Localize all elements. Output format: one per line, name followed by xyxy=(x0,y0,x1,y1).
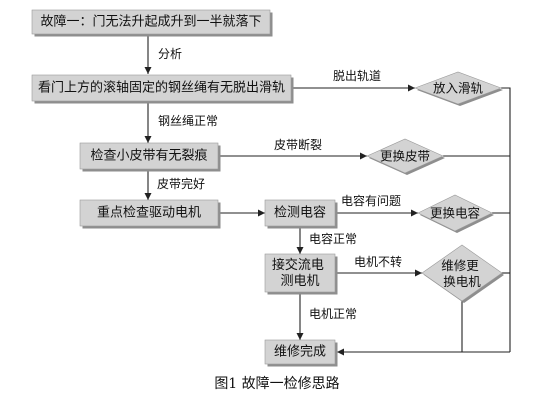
edge-label-rope-normal: 钢丝绳正常 xyxy=(158,114,218,128)
box-body xyxy=(79,142,219,170)
diamond-body xyxy=(366,138,444,174)
arrowhead xyxy=(258,209,265,217)
ac-motor-test-text: 接交流电 测电机 xyxy=(272,257,328,289)
edge-label-analysis: 分析 xyxy=(158,47,182,61)
ac-motor-test-line-1: 接交流电 xyxy=(272,257,324,273)
check-wire-rope-text: 看门上方的滚轴固定的钢丝绳有无脱出滑轨 xyxy=(38,80,285,96)
arrowhead xyxy=(296,247,304,254)
process-box-repair-done: 维修完成 xyxy=(264,339,338,367)
process-box-check-belt: 检查小皮带有无裂痕 xyxy=(79,142,221,172)
check-motor-text: 重点检查驱动电机 xyxy=(97,205,201,221)
process-box-check-capacitor: 检测电容 xyxy=(264,199,338,229)
check-belt-text: 检查小皮带有无裂痕 xyxy=(90,148,207,164)
edge-label-belt-intact: 皮带完好 xyxy=(157,176,205,191)
box-body xyxy=(31,74,292,102)
edge-label-capacitor-faulty: 电容有问题 xyxy=(341,193,401,208)
replace-belt-text: 更换皮带 xyxy=(380,149,430,164)
arrowhead xyxy=(144,193,152,200)
process-box-ac-motor-test: 接交流电 测电机 xyxy=(264,253,338,295)
replace-capacitor-text: 更换电容 xyxy=(430,206,480,221)
arrowhead xyxy=(408,84,415,92)
arrowhead xyxy=(296,333,304,340)
process-box-check-motor: 重点检查驱动电机 xyxy=(79,199,221,229)
process-box-check-wire-rope: 看门上方的滚轴固定的钢丝绳有无脱出滑轨 xyxy=(31,74,294,104)
edge-label-motor-not-turning: 电机不转 xyxy=(354,254,402,269)
edge-label-off-track: 脱出轨道 xyxy=(333,68,381,83)
arrowhead xyxy=(415,269,422,277)
edge-labels: 分析 钢丝绳正常 皮带完好 脱出轨道 皮带断裂 电容有问题 电容正常 电机不转 … xyxy=(157,47,402,321)
edge-put-in-rail-return-line xyxy=(501,87,511,352)
put-in-rail-text: 放入滑轨 xyxy=(433,81,484,96)
decision-diamond-put-in-rail: 放入滑轨 xyxy=(414,71,503,106)
diamond-body xyxy=(417,194,493,232)
decision-diamond-replace-capacitor: 更换电容 xyxy=(417,194,494,233)
connectors xyxy=(144,35,511,356)
box-body xyxy=(264,199,336,227)
diamond-body xyxy=(414,71,502,105)
box-body xyxy=(79,199,219,227)
figure-caption: 图1 故障一检修思路 xyxy=(214,376,339,392)
diamond-body xyxy=(421,244,503,302)
decision-diamond-replace-belt: 更换皮带 xyxy=(366,138,445,175)
arrowhead xyxy=(337,348,344,356)
ac-motor-test-line-2: 测电机 xyxy=(280,274,319,289)
arrowhead xyxy=(360,152,367,160)
check-capacitor-text: 检测电容 xyxy=(274,205,326,221)
repair-replace-motor-text: 维修更 换电机 xyxy=(441,258,483,289)
fault-title-text: 故障一：门无法升起成升到一半就落下 xyxy=(40,15,261,30)
repair-replace-motor-line-2: 换电机 xyxy=(443,274,481,289)
edge-label-belt-broken: 皮带断裂 xyxy=(274,137,322,152)
edge-label-motor-normal: 电机正常 xyxy=(309,307,357,321)
box-body xyxy=(31,9,271,35)
edge-label-capacitor-normal: 电容正常 xyxy=(309,231,357,246)
box-body xyxy=(264,339,336,365)
process-box-fault-title: 故障一：门无法升起成升到一半就落下 xyxy=(31,9,273,37)
decision-diamond-repair-replace-motor: 维修更 换电机 xyxy=(421,244,504,303)
arrowhead xyxy=(144,136,152,143)
arrowhead xyxy=(411,209,418,217)
box-body xyxy=(264,253,336,293)
repair-done-text: 维修完成 xyxy=(274,345,326,360)
repair-replace-motor-line-1: 维修更 xyxy=(441,258,479,273)
arrowhead xyxy=(144,67,152,74)
